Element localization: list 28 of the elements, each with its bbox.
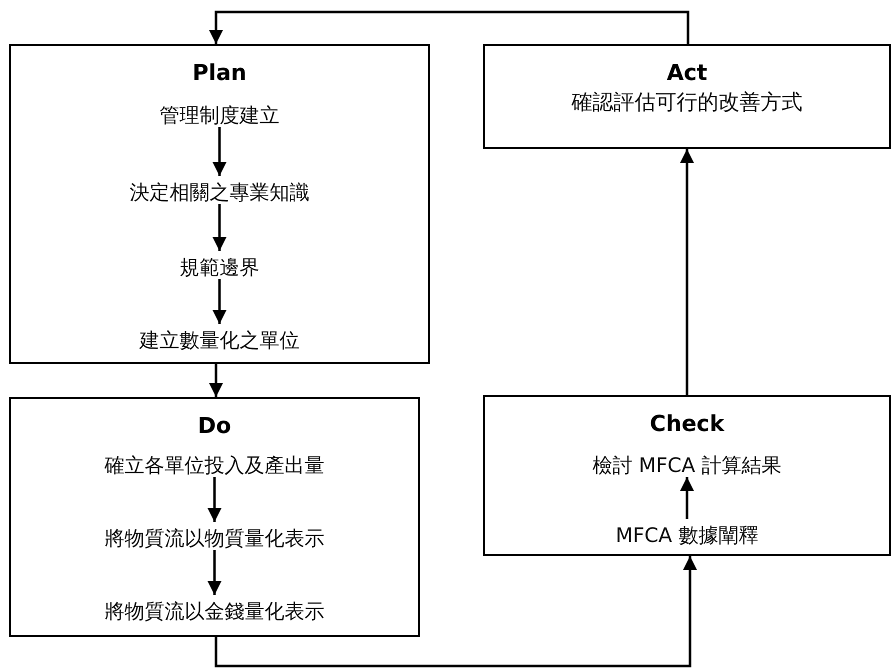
step-text: 管理制度建立 (160, 101, 280, 129)
box-title: Plan (192, 60, 247, 88)
arrow (208, 550, 222, 595)
step-text: 檢討 MFCA 計算結果 (592, 451, 782, 479)
arrow (214, 556, 697, 668)
step-text: 將物質流以金錢量化表示 (104, 597, 324, 625)
step-text: 將物質流以物質量化表示 (104, 524, 324, 552)
step-text: 規範邊界 (180, 253, 260, 281)
arrow (680, 149, 694, 395)
arrow (212, 279, 226, 324)
step-text: 建立數量化之單位 (140, 326, 300, 354)
box-text: 確認評估可行的改善方式 (572, 89, 802, 116)
arrow (209, 364, 223, 397)
arrow (208, 477, 222, 522)
box-title: Act (666, 60, 708, 88)
box-title: Check (650, 411, 724, 439)
process-box (9, 44, 430, 364)
arrow (212, 127, 226, 176)
arrow (209, 10, 690, 44)
arrow (680, 477, 694, 519)
step-text: MFCA 數據闡釋 (616, 521, 758, 549)
process-box (483, 44, 891, 149)
process-box (483, 395, 891, 556)
step-text: 確立各單位投入及產出量 (104, 451, 324, 479)
box-title: Do (198, 413, 232, 441)
step-text: 決定相關之專業知識 (130, 178, 310, 206)
arrow (212, 204, 226, 251)
process-box (9, 397, 420, 637)
